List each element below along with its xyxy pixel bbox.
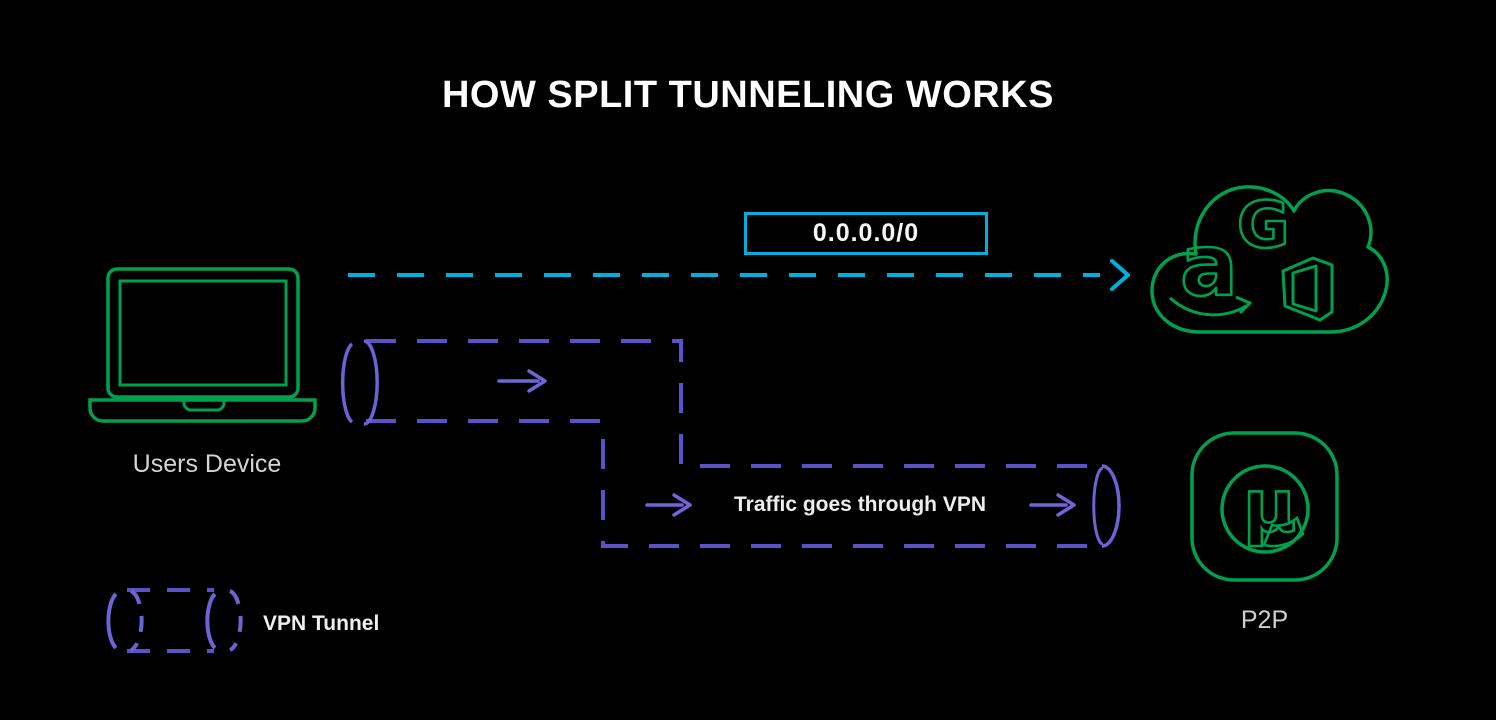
amazon-logo-icon: a: [1180, 216, 1238, 316]
tunnel-exit-icon: [1092, 464, 1121, 548]
legend-tunnel-icon: [106, 588, 243, 653]
vpn-tunnel-lower-edge: [366, 419, 1096, 548]
flow-arrows: [497, 369, 1076, 517]
amazon-smile-icon: [1169, 296, 1247, 317]
utorrent-icon: µ: [1220, 463, 1310, 554]
p2p-label: P2P: [1240, 606, 1289, 634]
vpn-tunnel-path: [366, 339, 1104, 548]
flow-arrow-upper: [497, 369, 547, 393]
cloud-icon: a G: [1150, 185, 1389, 334]
vpn-tunnel-upper-edge: [366, 339, 1104, 468]
p2p-app-tile: µ: [1190, 431, 1339, 582]
route-label-box: 0.0.0.0/0: [744, 212, 988, 255]
users-device-label: Users Device: [132, 450, 282, 478]
route-label: 0.0.0.0/0: [812, 219, 920, 247]
laptop-icon: [88, 267, 317, 423]
vpn-flow-label: Traffic goes through VPN: [733, 493, 987, 516]
flow-arrow-lower-right: [1029, 493, 1076, 517]
google-logo-icon: G: [1237, 189, 1290, 263]
office-logo-icon: [1281, 256, 1334, 322]
direct-route-line: [348, 259, 1130, 291]
direct-route-arrowhead: [1110, 259, 1130, 291]
flow-arrow-lower-left: [645, 493, 692, 517]
amazon-smile-arrow-tip: [1235, 295, 1252, 315]
page-title: HOW SPLIT TUNNELING WORKS: [441, 74, 1055, 116]
utorrent-mu-glyph: µ: [1243, 464, 1296, 548]
legend-label: VPN Tunnel: [263, 612, 380, 635]
tunnel-entrance-icon: [340, 339, 379, 426]
